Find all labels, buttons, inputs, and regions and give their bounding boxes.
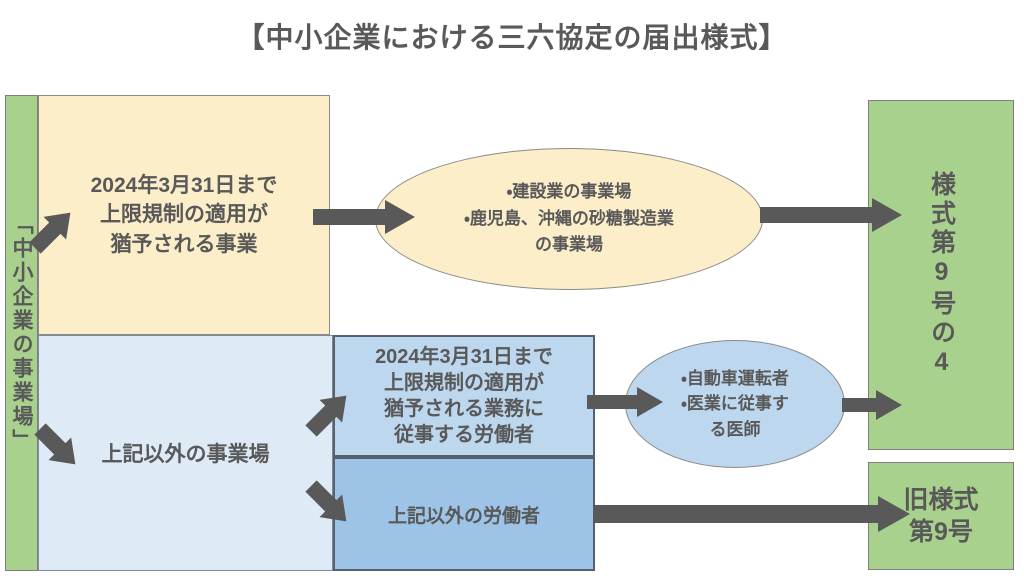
old-form-9-box: 旧様式 第9号: [868, 462, 1014, 570]
form-9-4-box: 様式第9号の4: [868, 100, 1014, 450]
worker-examples-ellipse: ・自動車運転者 ・医業に従事す る医師: [625, 340, 845, 468]
old-form-9-text: 旧様式 第9号: [903, 485, 979, 547]
business-examples-ellipse: ・建設業の事業場 ・鹿児島、沖縄の砂糖製造業 の事業場: [375, 148, 763, 290]
other-workers-box: 上記以外の労働者: [333, 457, 595, 571]
arrow-otherworkers-to-oldform9: [593, 496, 910, 532]
small-business-workplace-strip: 「中小企業の事業場」: [5, 95, 38, 571]
other-workplaces-box: 上記以外の事業場: [38, 335, 333, 571]
form-9-4-label: 様式第9号の4: [927, 170, 956, 380]
other-workers-label: 上記以外の労働者: [387, 505, 540, 527]
exempt-workers-box: 2024年3月31日まで 上限規制の適用が 猶予される業務に 従事する労働者: [333, 335, 595, 457]
page-title: 【中小企業における三六協定の届出様式】: [236, 22, 788, 53]
other-workplaces-label: 上記以外の事業場: [101, 443, 270, 466]
exempt-business-text: 2024年3月31日まで 上限規制の適用が 猶予される事業: [90, 173, 278, 256]
small-business-workplace-label: 「中小企業の事業場」: [10, 213, 33, 453]
business-examples-text: ・建設業の事業場 ・鹿児島、沖縄の砂糖製造業 の事業場: [464, 182, 674, 255]
worker-examples-text: ・自動車運転者 ・医業に従事す る医師: [681, 368, 789, 439]
exempt-workers-text: 2024年3月31日まで 上限規制の適用が 猶予される業務に 従事する労働者: [375, 346, 553, 446]
exempt-business-box: 2024年3月31日まで 上限規制の適用が 猶予される事業: [38, 95, 330, 335]
